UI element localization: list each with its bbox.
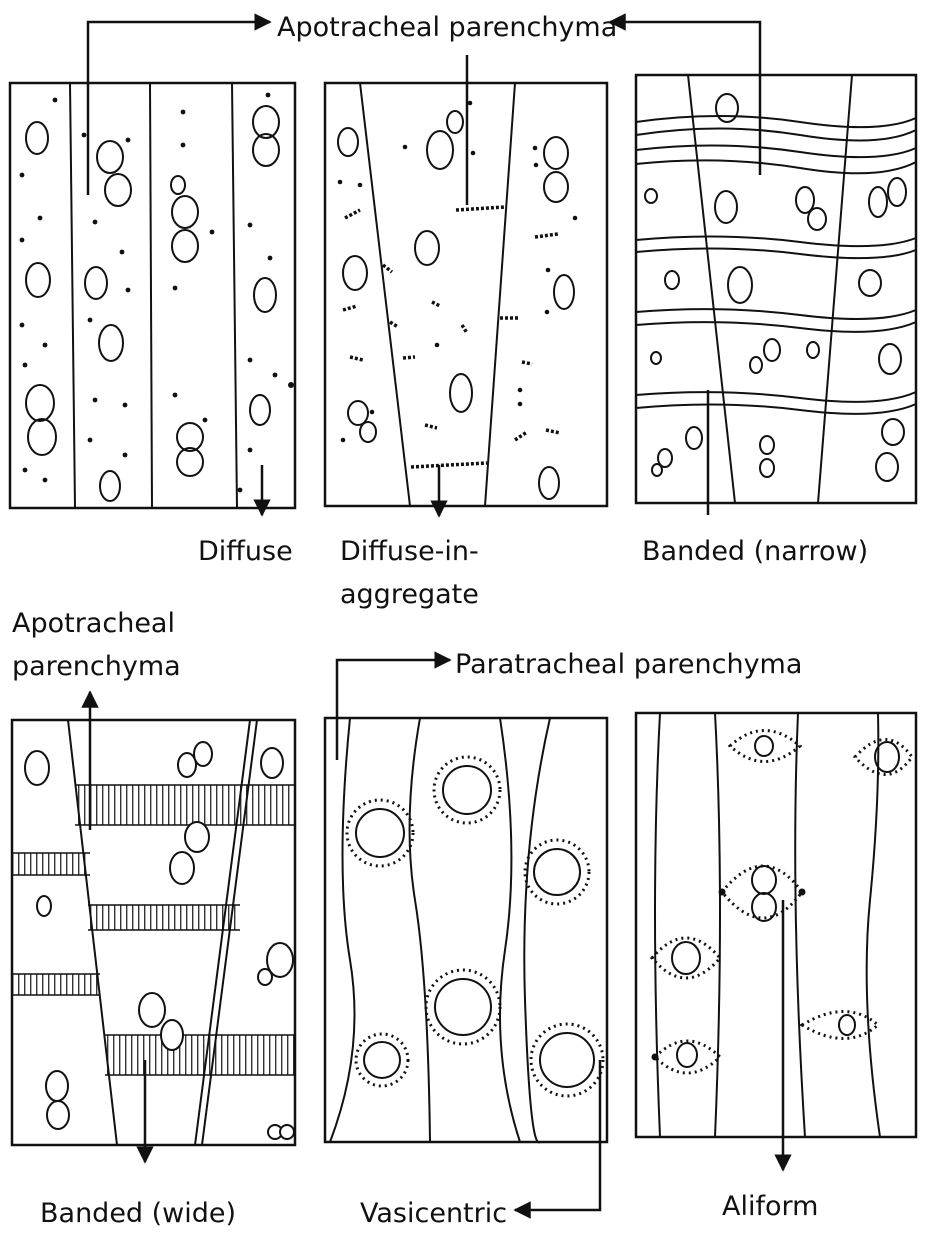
panel-vasicentric <box>325 718 607 1210</box>
panel-banded-wide <box>12 720 295 1162</box>
panel-banded-narrow <box>636 75 916 515</box>
label-vasicentric: Vasicentric <box>360 1198 507 1229</box>
label-paratracheal: Paratracheal parenchyma <box>455 649 802 680</box>
label-apotracheal-left-line2: parenchyma <box>12 651 181 682</box>
panel-aliform <box>636 713 916 1170</box>
label-banded-wide: Banded (wide) <box>40 1198 236 1229</box>
apotracheal-top-label: Apotracheal parenchyma <box>277 12 617 43</box>
label-banded-narrow: Banded (narrow) <box>642 536 868 567</box>
apotracheal-top-connectors <box>88 22 760 205</box>
label-aliform: Aliform <box>722 1191 818 1222</box>
panel-diffuse <box>10 83 295 515</box>
label-diffuse-in-line2: aggregate <box>340 579 479 610</box>
label-diffuse: Diffuse <box>198 536 293 567</box>
label-apotracheal-left-line1: Apotracheal <box>12 608 175 639</box>
label-diffuse-in-line1: Diffuse-in- <box>340 536 479 567</box>
